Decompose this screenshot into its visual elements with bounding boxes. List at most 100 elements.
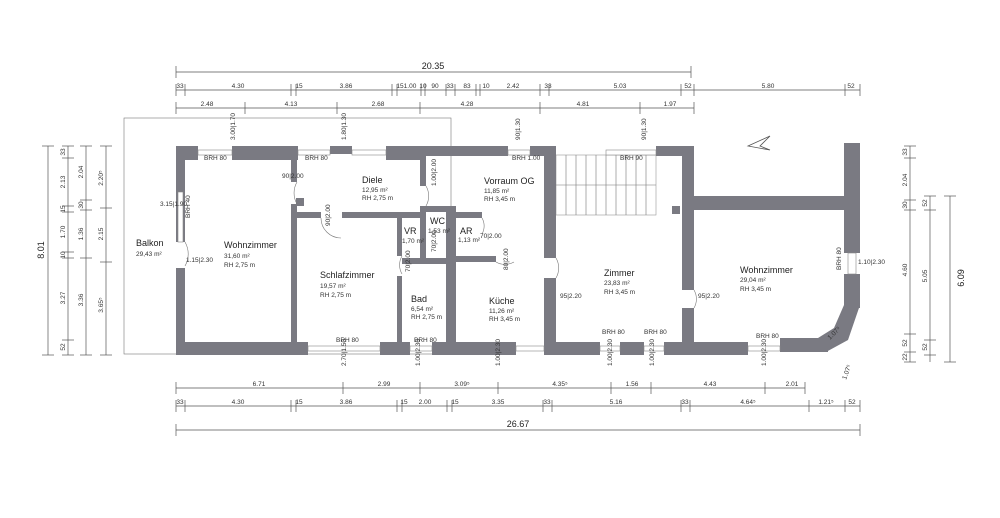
- svg-text:RH 3,45 m: RH 3,45 m: [604, 289, 635, 296]
- svg-text:33: 33: [681, 399, 689, 406]
- room-schlafzimmer: Schlafzimmer 19,57 m² RH 2,75 m: [320, 270, 375, 299]
- svg-text:RH 3,45 m: RH 3,45 m: [740, 286, 771, 293]
- svg-text:10: 10: [482, 83, 490, 90]
- svg-text:Diele: Diele: [362, 175, 383, 185]
- svg-text:12,95 m²: 12,95 m²: [362, 187, 388, 194]
- left-dimension-chain-1: 33 2.13 15 1.70 10 3.27 52: [60, 145, 74, 356]
- door-swings: [184, 181, 697, 309]
- svg-text:3.36: 3.36: [78, 293, 85, 306]
- svg-text:15: 15: [295, 399, 303, 406]
- svg-text:3.35: 3.35: [492, 399, 505, 406]
- svg-text:BRH 80: BRH 80: [756, 333, 779, 340]
- svg-text:11,85 m²: 11,85 m²: [484, 188, 510, 195]
- svg-text:BRH 80: BRH 80: [336, 337, 359, 344]
- right-overall-dimension: 6.09: [944, 195, 966, 363]
- svg-text:2.01: 2.01: [786, 381, 799, 388]
- svg-text:1.10|2.30: 1.10|2.30: [858, 259, 885, 266]
- svg-text:2.15: 2.15: [98, 227, 105, 240]
- bottom-overall-dimension: 26.67: [175, 419, 861, 436]
- svg-text:BRH 40: BRH 40: [185, 195, 192, 218]
- svg-text:2.70|1.50: 2.70|1.50: [341, 339, 348, 366]
- svg-text:2.99: 2.99: [378, 381, 391, 388]
- svg-text:95|2.20: 95|2.20: [560, 293, 582, 300]
- svg-text:1.56: 1.56: [626, 381, 639, 388]
- svg-text:52: 52: [60, 343, 67, 351]
- right-dimension-chain-1: 33 2.04 30 4.60 52 22: [902, 145, 916, 363]
- left-dimension-chain-3: 2.20⁵ 2.15 3.65⁵: [98, 145, 112, 356]
- svg-text:2.00: 2.00: [419, 399, 432, 406]
- top-overall-dimension: 20.35: [175, 61, 692, 78]
- svg-text:1.00|2.30: 1.00|2.30: [649, 339, 656, 366]
- svg-text:52: 52: [684, 83, 692, 90]
- svg-text:3.09⁵: 3.09⁵: [454, 381, 470, 388]
- svg-text:1.97: 1.97: [664, 101, 677, 108]
- svg-text:RH 2,75 m: RH 2,75 m: [320, 292, 351, 299]
- svg-text:1.21⁵: 1.21⁵: [818, 399, 834, 406]
- svg-text:BRH 1.00: BRH 1.00: [512, 155, 541, 162]
- svg-text:4.81: 4.81: [577, 101, 590, 108]
- svg-text:90|1.30: 90|1.30: [515, 118, 522, 140]
- room-vorraum-og: Vorraum OG 11,85 m² RH 3,45 m: [484, 176, 535, 203]
- svg-text:11,26 m²: 11,26 m²: [489, 308, 515, 315]
- walls: [176, 143, 860, 355]
- svg-text:2.48: 2.48: [201, 101, 214, 108]
- svg-text:5.03: 5.03: [614, 83, 627, 90]
- svg-text:BRH 80: BRH 80: [836, 247, 843, 270]
- svg-text:2.04: 2.04: [78, 165, 85, 178]
- svg-text:33: 33: [544, 83, 552, 90]
- svg-text:29,43 m²: 29,43 m²: [136, 251, 162, 258]
- svg-text:BRH 80: BRH 80: [602, 329, 625, 336]
- svg-text:23,83 m²: 23,83 m²: [604, 280, 630, 287]
- svg-text:52: 52: [847, 83, 855, 90]
- svg-text:83: 83: [463, 83, 471, 90]
- svg-text:10: 10: [60, 251, 67, 259]
- svg-text:2.04: 2.04: [902, 173, 909, 186]
- overall-right-label: 6.09: [956, 269, 966, 287]
- top-dimension-chain-1: 33 4.30 15 3.86 15 1.00 10 90 33 83 10 2…: [175, 83, 861, 96]
- svg-text:80|2.00: 80|2.00: [503, 248, 510, 270]
- svg-text:1.70: 1.70: [60, 225, 67, 238]
- svg-text:4.43: 4.43: [704, 381, 717, 388]
- svg-text:1,53 m²: 1,53 m²: [428, 228, 451, 235]
- svg-text:52: 52: [902, 339, 909, 347]
- svg-text:95|2.20: 95|2.20: [698, 293, 720, 300]
- svg-text:30: 30: [902, 201, 909, 209]
- room-bad: Bad 6,54 m² RH 2,75 m: [411, 294, 442, 321]
- svg-text:29,04 m²: 29,04 m²: [740, 277, 766, 284]
- svg-text:90|1.30: 90|1.30: [641, 118, 648, 140]
- svg-text:70|2.00: 70|2.00: [405, 250, 412, 272]
- right-dimension-chain-2: 52 5.05 52: [922, 195, 936, 362]
- room-vr: VR 1,70 m²: [402, 226, 425, 245]
- room-zimmer: Zimmer 23,83 m² RH 3,45 m: [604, 268, 635, 296]
- opening-labels: BRH 80 BRH 80 BRH 1.00 BRH 90 BRH 80 BRH…: [160, 113, 885, 381]
- svg-text:30: 30: [78, 201, 85, 209]
- svg-text:3.00|1.70: 3.00|1.70: [230, 113, 237, 140]
- svg-text:Schlafzimmer: Schlafzimmer: [320, 270, 375, 280]
- svg-text:BRH 80: BRH 80: [204, 155, 227, 162]
- svg-text:33: 33: [902, 148, 909, 156]
- svg-text:15: 15: [60, 205, 67, 213]
- svg-text:BRH 90: BRH 90: [620, 155, 643, 162]
- svg-text:RH 2,75 m: RH 2,75 m: [411, 314, 442, 321]
- svg-text:5.80: 5.80: [762, 83, 775, 90]
- svg-text:1.00|2.30: 1.00|2.30: [495, 339, 502, 366]
- svg-text:31,60 m²: 31,60 m²: [224, 253, 250, 260]
- svg-text:1.36: 1.36: [78, 227, 85, 240]
- svg-text:BRH 80: BRH 80: [644, 329, 667, 336]
- svg-text:4.30: 4.30: [232, 83, 245, 90]
- svg-text:5.05: 5.05: [922, 269, 929, 282]
- svg-text:70|2.00: 70|2.00: [480, 233, 502, 240]
- svg-text:RH 3,45 m: RH 3,45 m: [489, 316, 520, 323]
- svg-text:1.00|2.30: 1.00|2.30: [415, 339, 422, 366]
- svg-text:33: 33: [60, 148, 67, 156]
- svg-text:2.20⁵: 2.20⁵: [98, 170, 105, 186]
- svg-text:15: 15: [400, 399, 408, 406]
- room-wohnzimmer-east: Wohnzimmer 29,04 m² RH 3,45 m: [740, 265, 793, 293]
- svg-text:33: 33: [446, 83, 454, 90]
- svg-text:1.00|2.30: 1.00|2.30: [761, 339, 768, 366]
- svg-text:4.60: 4.60: [902, 263, 909, 276]
- svg-text:3.65⁵: 3.65⁵: [98, 297, 105, 313]
- svg-text:4.64⁵: 4.64⁵: [740, 399, 756, 406]
- svg-text:2.42: 2.42: [507, 83, 520, 90]
- svg-text:1.00: 1.00: [404, 83, 417, 90]
